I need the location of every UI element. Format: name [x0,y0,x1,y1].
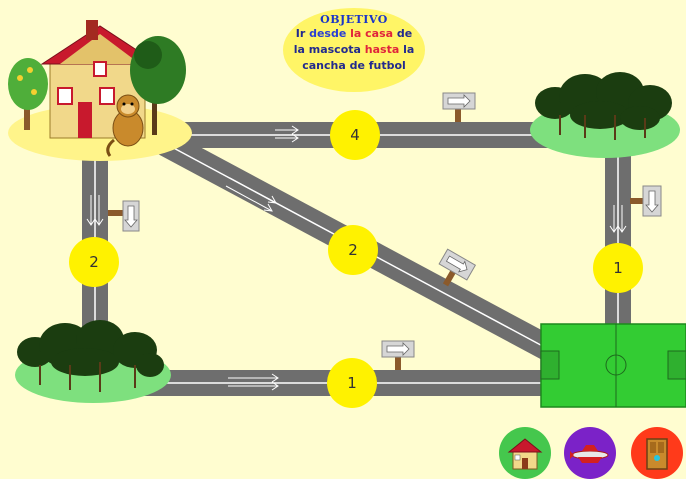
objective-title: OBJETIVO [283,14,425,26]
home-button[interactable] [499,427,551,479]
objective-line-2: la mascota hasta la [283,42,425,58]
step-marker-right[interactable]: 1 [593,243,643,293]
objective-panel: OBJETIVO Ir desde la casa de la mascota … [283,8,425,92]
arrow-sign-right [630,186,661,216]
exit-button[interactable] [631,427,683,479]
step-marker-diagonal[interactable]: 2 [328,225,378,275]
objective-line-3: cancha de futbol [283,58,425,74]
soccer-field [541,324,686,407]
step-marker-top[interactable]: 4 [330,110,380,160]
arrow-sign-top [443,93,475,122]
step-marker-left[interactable]: 2 [69,237,119,287]
pet-button[interactable] [564,427,616,479]
objective-line-1: Ir desde la casa de [283,26,425,42]
house-icon [499,427,551,479]
arrow-sign-bottom [382,341,414,370]
arrow-sign-left [108,201,139,231]
step-marker-bottom[interactable]: 1 [327,358,377,408]
airplane-icon [564,427,616,479]
door-icon [631,427,683,479]
